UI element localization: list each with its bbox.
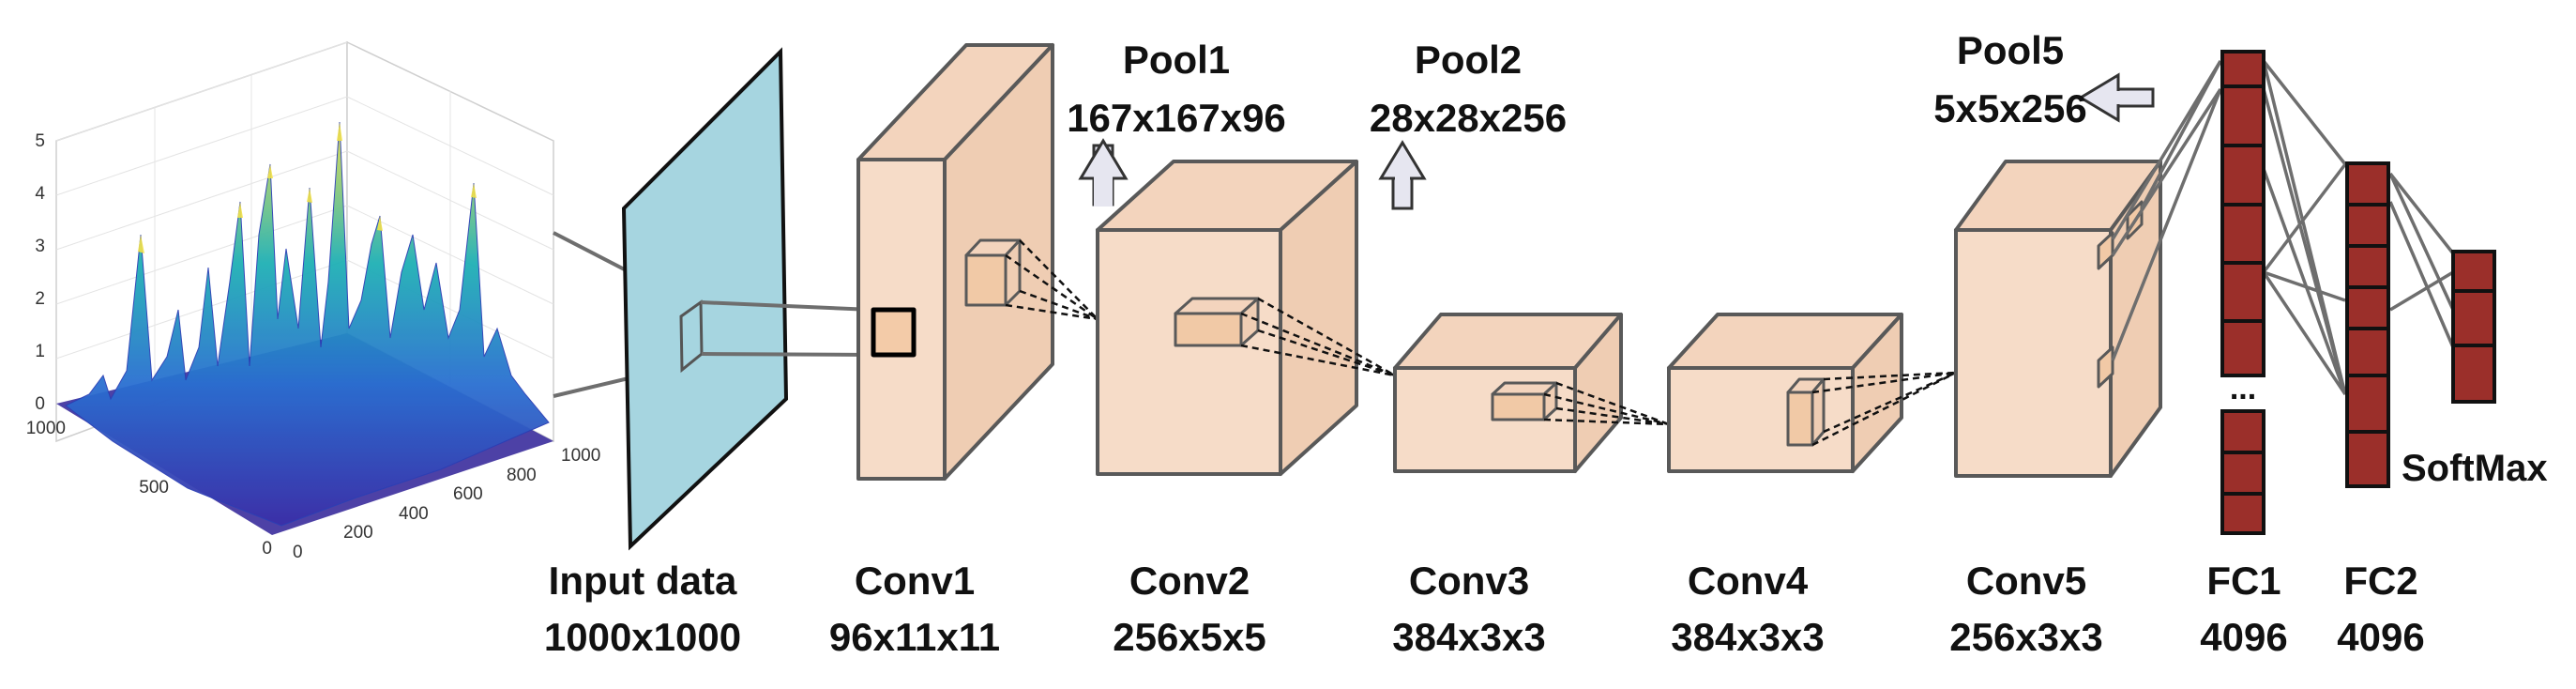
- pool1-arrow-up-icon: [1078, 138, 1129, 207]
- conv4-block: [1667, 313, 1903, 473]
- fc2-size: 4096: [2337, 615, 2424, 659]
- conv1-size: 96x11x11: [829, 615, 1000, 659]
- fc1-column: [2220, 50, 2265, 535]
- fc2-to-softmax-lines: [2388, 172, 2455, 348]
- conv1-block: [856, 43, 1054, 481]
- pool1-name: Pool1: [1123, 38, 1230, 82]
- softmax-label: SoftMax: [2402, 448, 2548, 489]
- conv3-subcube: [1491, 381, 1558, 421]
- right-axis-tick: 400: [399, 504, 429, 524]
- right-axis-tick: 800: [507, 466, 537, 485]
- right-axis-tick: 0: [293, 543, 303, 562]
- right-axis-tick: 600: [453, 484, 483, 504]
- conv2-size: 256x5x5: [1113, 615, 1266, 659]
- pool2-arrow-up-icon: [1378, 140, 1427, 210]
- pool5-name: Pool5: [1957, 28, 2064, 72]
- conv5-label: Conv5: [1966, 559, 2086, 603]
- left-axis-tick: 1000: [26, 419, 66, 438]
- input-to-conv1-line: [701, 352, 873, 357]
- conv2-to-conv3-lines: [1240, 297, 1396, 377]
- conv2-block: [1096, 160, 1358, 476]
- plot-right-axis: 0 200 400 600 800 1000: [293, 446, 600, 562]
- plot-surface: [65, 121, 550, 527]
- input-to-conv1-line: [700, 300, 873, 312]
- pool2-size: 28x28x256: [1370, 96, 1567, 140]
- pool5-arrow-left-icon: [2078, 72, 2155, 123]
- z-tick: 2: [35, 289, 45, 309]
- plot-left-axis: 0 500 1000: [26, 419, 272, 559]
- plot-grid: [55, 41, 554, 406]
- right-axis-tick: 1000: [561, 446, 600, 466]
- fc2-column: [2345, 161, 2390, 488]
- input-plane: [621, 47, 873, 551]
- conv5-block: [1954, 160, 2162, 478]
- conv3-label: Conv3: [1409, 559, 1529, 603]
- conv4-subcube: [1786, 377, 1826, 447]
- conv1-label: Conv1: [855, 559, 975, 603]
- left-axis-tick: 0: [262, 539, 272, 559]
- z-tick: 4: [35, 184, 45, 204]
- conv4-label: Conv4: [1688, 559, 1809, 603]
- fc2-label: FC2: [2343, 559, 2417, 603]
- z-tick: 3: [35, 237, 45, 256]
- input-size: 1000x1000: [544, 615, 741, 659]
- conv4-to-conv5-lines: [1811, 371, 1957, 447]
- softmax-column: [2451, 250, 2496, 404]
- pool2-name: Pool2: [1415, 38, 1522, 82]
- conv5-size: 256x3x3: [1949, 615, 2103, 659]
- pool1-size: 167x167x96: [1067, 96, 1286, 140]
- z-tick: 0: [35, 394, 45, 414]
- conv1-subcube: [964, 238, 1022, 307]
- conv1-kernel: [871, 307, 917, 358]
- right-axis-tick: 200: [343, 523, 373, 543]
- conv2-label: Conv2: [1129, 559, 1250, 603]
- conv1-to-conv2-lines: [1005, 239, 1099, 321]
- surface-plot: 0 1 2 3 4 5 0 500 1000 0 200 400 600 800…: [26, 40, 600, 562]
- conv5-to-fc1-lines: [2111, 60, 2222, 361]
- conv3-to-conv4-lines: [1543, 381, 1670, 426]
- z-tick: 5: [35, 131, 45, 151]
- fc1-to-fc2-lines: [2262, 59, 2347, 395]
- conv3-block: [1393, 313, 1623, 473]
- conv4-size: 384x3x3: [1671, 615, 1825, 659]
- conv2-subcube: [1174, 297, 1260, 347]
- input-label: Input data: [549, 559, 737, 603]
- fc1-size: 4096: [2200, 615, 2287, 659]
- plot-z-axis: 0 1 2 3 4 5: [35, 131, 45, 414]
- fc1-ellipsis: ...: [2230, 371, 2256, 406]
- conv3-size: 384x3x3: [1392, 615, 1546, 659]
- z-tick: 1: [35, 342, 45, 361]
- left-axis-tick: 500: [139, 478, 169, 498]
- fc1-label: FC1: [2206, 559, 2281, 603]
- pool5-size: 5x5x256: [1933, 86, 2087, 130]
